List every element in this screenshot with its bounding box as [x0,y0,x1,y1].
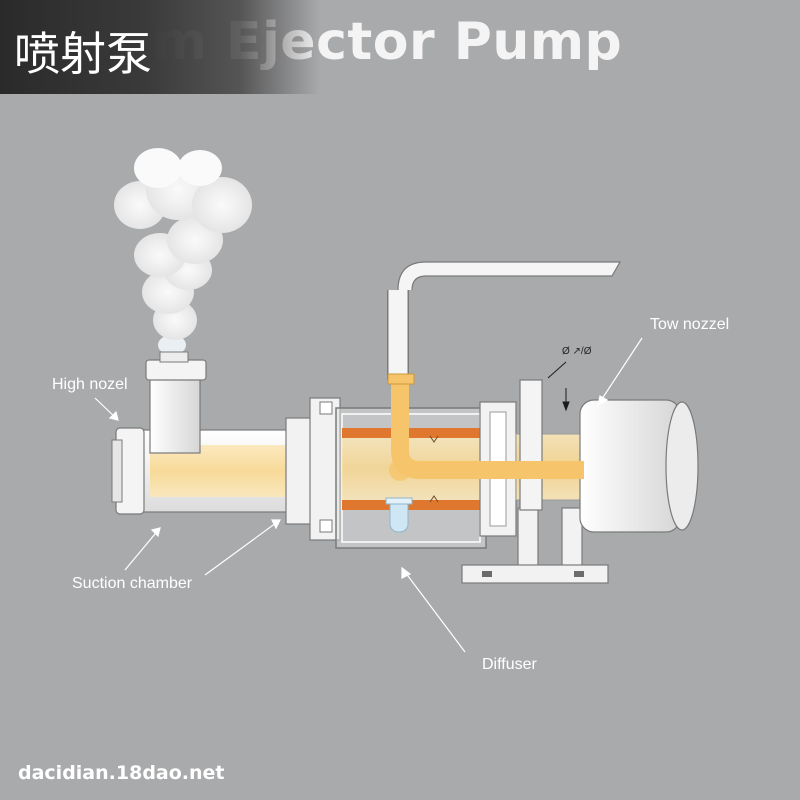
steam-cloud [114,148,252,355]
leader-lines [94,337,643,653]
chinese-banner: 喷射泵 [0,0,320,94]
label-high-nozzle: High nozel [52,376,128,393]
dimension-marks [547,361,570,412]
watermark-text: dacidian.18dao.net [18,762,225,784]
label-suction-chamber: Suction chamber [72,575,193,592]
suction-pipe [111,417,317,525]
condensate-vial [385,497,413,533]
motor-cylinder [579,399,699,533]
motive-steam-pipe [387,261,622,481]
high-nozzle-part [145,351,207,454]
label-small-mark: Ø ↗/Ø [562,346,592,357]
mounting-bracket [461,507,609,584]
label-tow-nozzle: Tow nozzel [650,316,730,333]
label-diffuser: Diffuser [482,656,537,673]
banner-text: 喷射泵 [14,27,152,81]
